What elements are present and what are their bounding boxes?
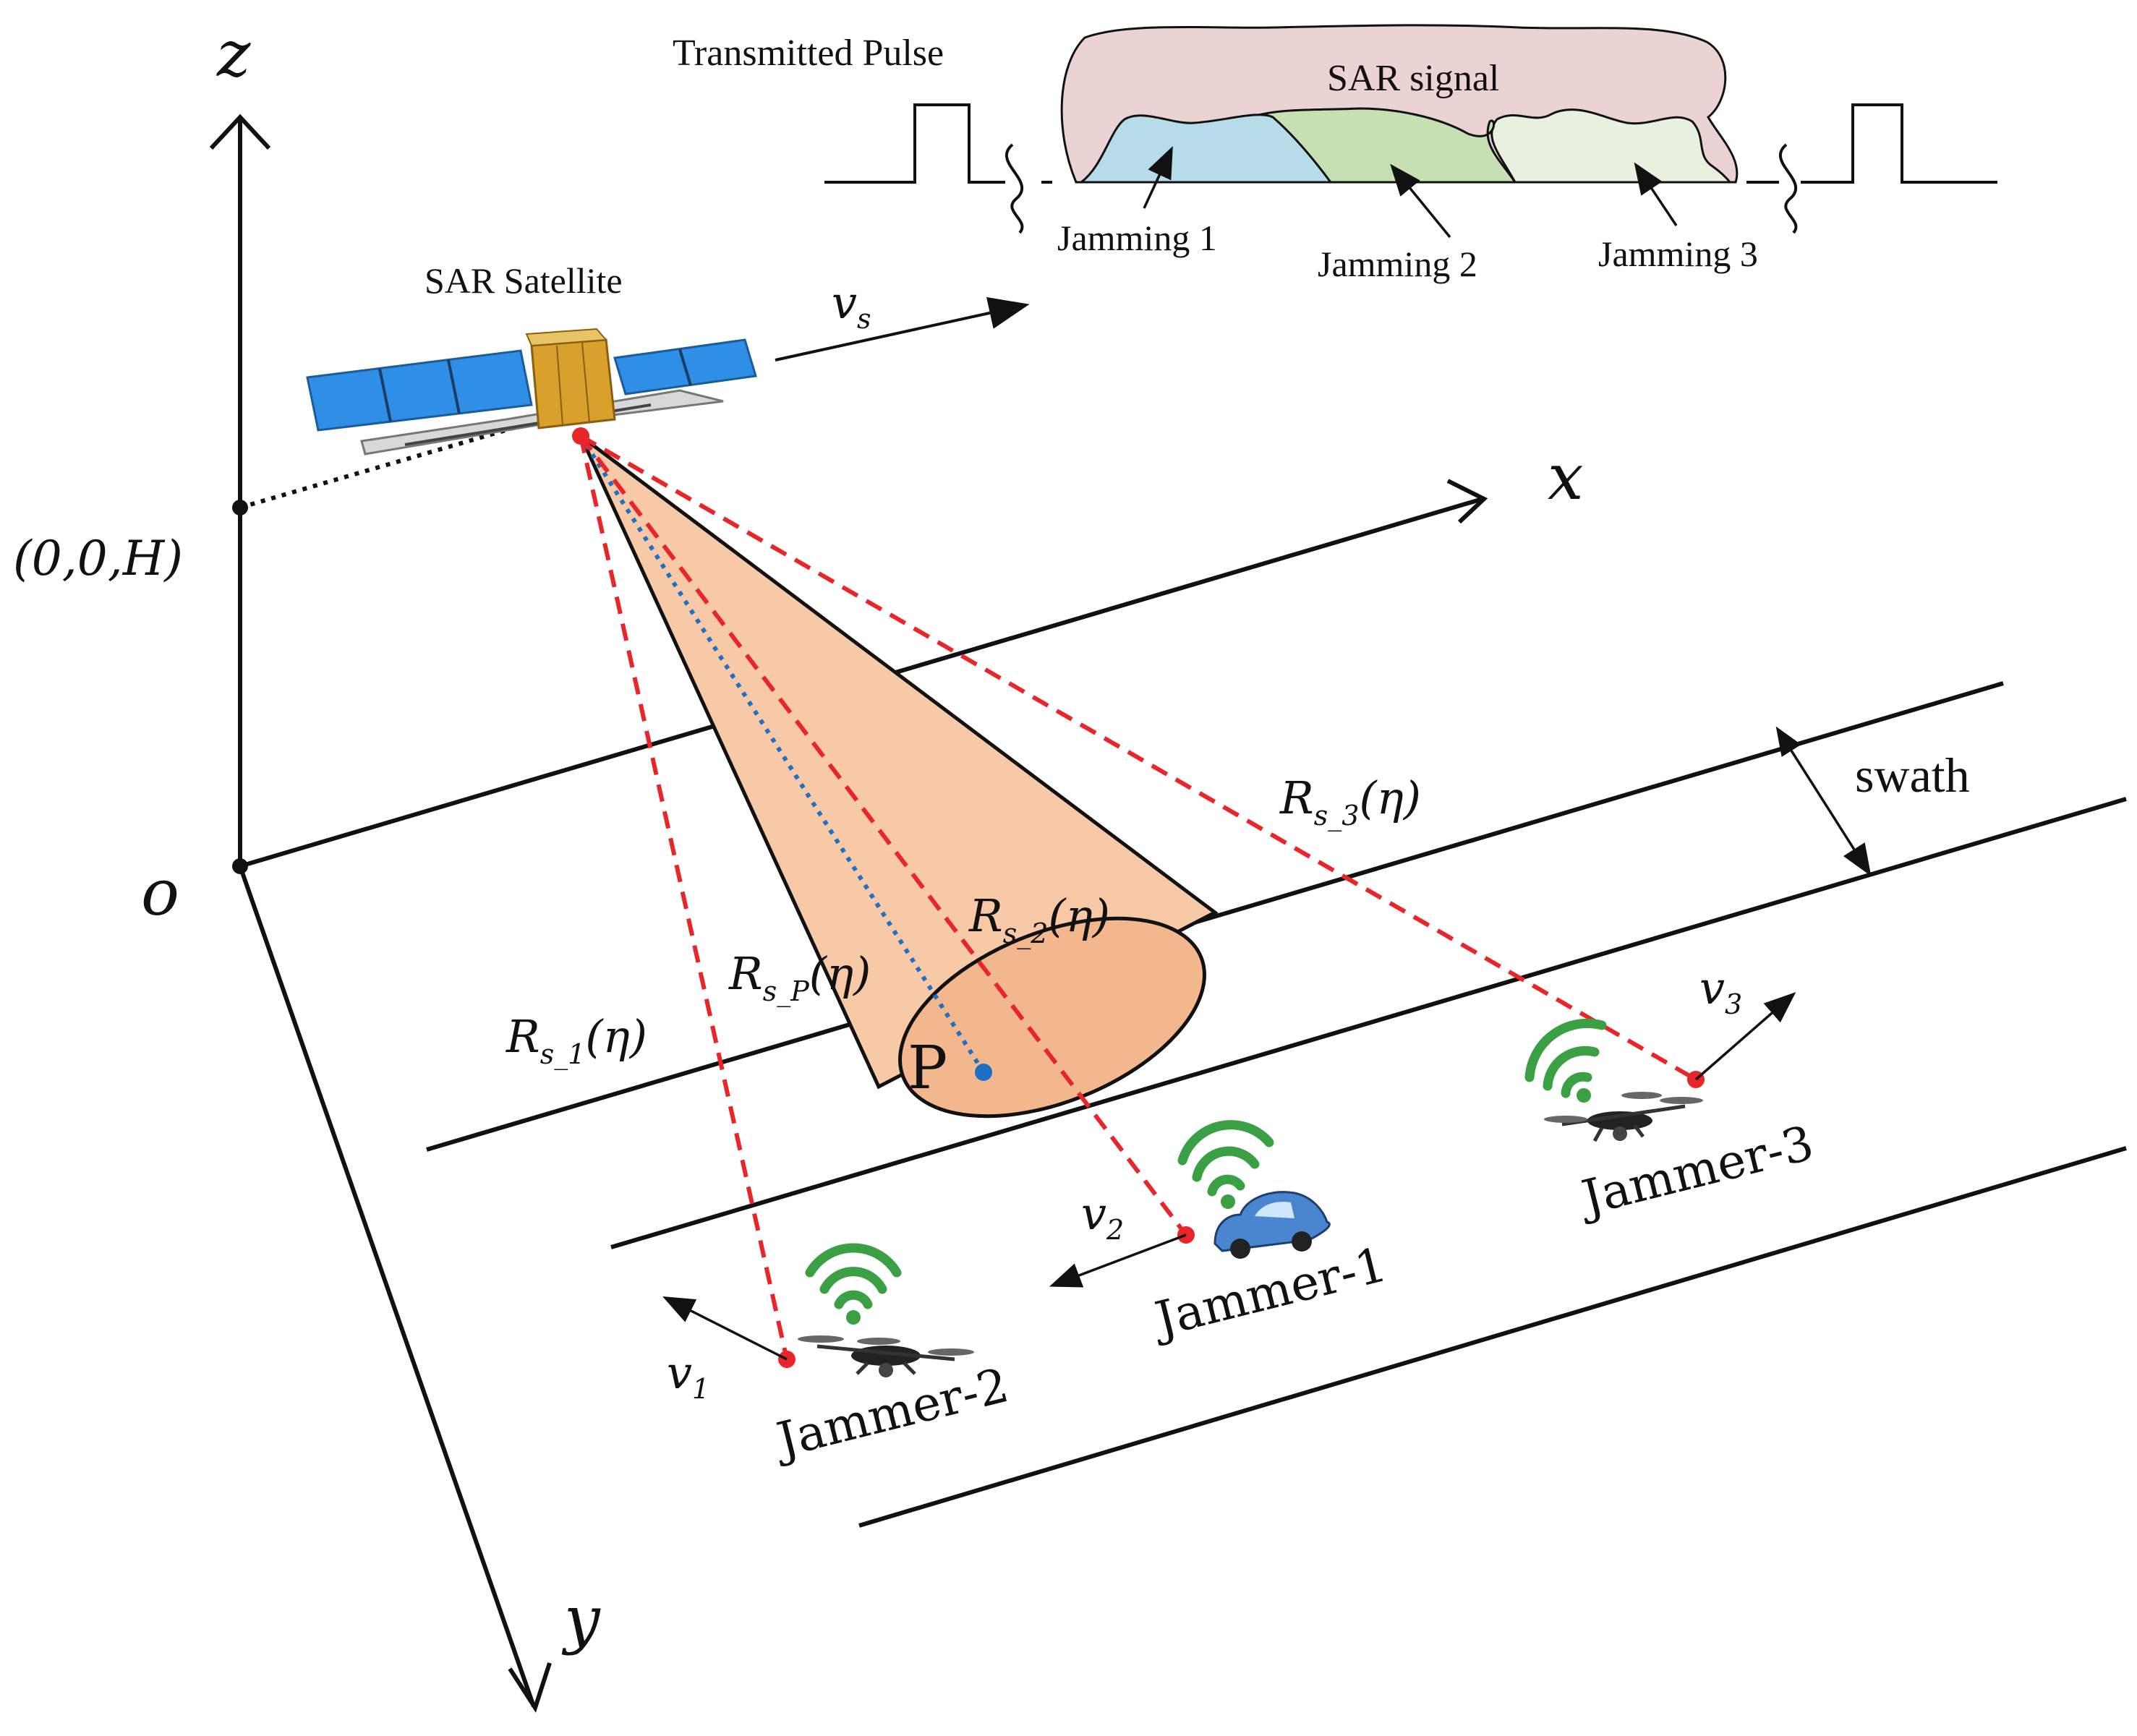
sar-satellite: SAR Satellite vs (306, 260, 1030, 456)
jammer-3-velocity-arrow (1694, 992, 1796, 1081)
left-solar-panel (306, 349, 533, 432)
satellite-velocity-label: vs (832, 276, 871, 335)
range-label-p: Rs_P(η) (728, 947, 871, 1008)
car-icon (1213, 1191, 1331, 1259)
target-label: P (908, 1034, 947, 1103)
ground-line-1 (426, 681, 2004, 1152)
y-axis-arrowhead (508, 1662, 552, 1713)
break-squiggle-right (1779, 143, 1798, 234)
satellite-body (530, 338, 616, 429)
satellite-origin-point (572, 427, 589, 445)
drone-icon (798, 1335, 974, 1377)
pulse-baseline (824, 103, 1997, 184)
jamming-2-label: Jamming 2 (1318, 244, 1477, 284)
ground-line-3 (858, 1146, 2127, 1528)
pulse-waveform: Transmitted Pulse SAR signal Jamming 1 J… (673, 24, 1997, 284)
jammer-2-velocity-label: v1 (667, 1346, 709, 1405)
ground-line-2 (610, 797, 2127, 1249)
jamming-2-pointer (1390, 163, 1451, 239)
wifi-icon (1524, 1018, 1607, 1103)
range-label-2: Rs_2(η) (968, 889, 1110, 950)
x-axis-arrowhead (1446, 479, 1488, 524)
jammer-1: v2 Jammer-1 (1049, 1120, 1392, 1348)
x-axis-label: x (1548, 440, 1584, 514)
swath-arrow (1775, 726, 1872, 876)
jammer-1-velocity-arrow (1049, 1233, 1187, 1288)
range-label-1: Rs_1(η) (506, 1010, 647, 1071)
drone-icon (1544, 1092, 1703, 1142)
jammer-1-label: Jammer-1 (1146, 1236, 1392, 1348)
origin-point (232, 858, 248, 874)
satellite-icon (306, 328, 757, 456)
jamming-1-label: Jamming 1 (1057, 218, 1217, 258)
jammer-2-velocity-arrow (662, 1296, 788, 1361)
pulse-title: Transmitted Pulse (673, 33, 944, 74)
jamming-3-label: Jamming 3 (1598, 234, 1758, 274)
jamming-1-shape (1078, 114, 1333, 184)
ground-lines: swath (426, 681, 2127, 1528)
satellite-point-label: (0,0,H) (13, 531, 183, 586)
range-line-1 (579, 435, 789, 1360)
jammer-2: v1 Jammer-2 (662, 1243, 1014, 1469)
break-squiggle-left (1005, 143, 1024, 234)
jamming-1-pointer (1143, 146, 1173, 209)
z-axis-arrowhead (209, 114, 271, 150)
range-line-2 (579, 435, 1188, 1236)
range-line-3 (579, 434, 1697, 1082)
jammer-1-velocity-label: v2 (1081, 1187, 1124, 1246)
satellite-label: SAR Satellite (425, 260, 623, 301)
y-axis-label: y (561, 1582, 601, 1656)
jamming-3-shape (1490, 108, 1732, 184)
satellite-velocity-arrow (775, 296, 1030, 362)
sar-signal-label: SAR signal (1327, 58, 1499, 99)
jammer-3-label: Jammer-3 (1572, 1115, 1819, 1227)
swath-label: swath (1855, 748, 1970, 803)
beam-footprint (898, 916, 1206, 1119)
jammer-3: v3 Jammer-3 (1524, 962, 1819, 1227)
y-axis (238, 865, 536, 1707)
jammer-3-velocity-label: v3 (1699, 962, 1742, 1020)
z-axis-label: z (216, 17, 251, 91)
target-point-p (975, 1064, 992, 1081)
range-lines: Rs_1(η) Rs_P(η) Rs_2(η) Rs_3(η) (506, 427, 1705, 1368)
wifi-icon (1177, 1120, 1274, 1209)
wifi-icon (805, 1243, 902, 1325)
antenna-beam: P (579, 435, 1219, 1119)
origin-label: o (141, 855, 179, 930)
range-label-3: Rs_3(η) (1279, 771, 1421, 832)
jamming-3-pointer (1634, 162, 1678, 226)
